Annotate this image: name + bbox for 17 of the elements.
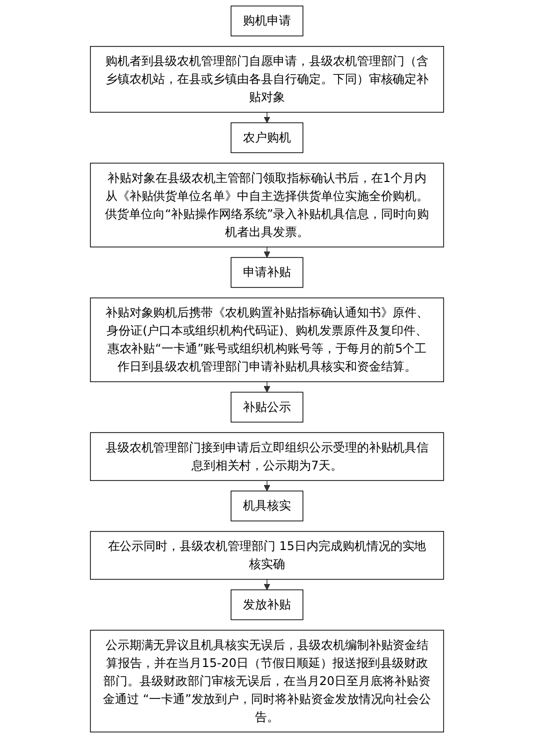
node-box: 在公示同时，县级农机管理部门 15日内完成购机情况的实地核实确 <box>90 531 444 580</box>
node-box: 县级农机管理部门接到申请后立即组织公示受理的补贴机具信息到相关村，公示期为7天。 <box>90 432 444 481</box>
node-box: 补贴对象购机后携带《农机购置补贴指标确认通知书》原件、身份证(户口本或组织机构代码证)、购机发票原件及复印件、惠农补贴“一卡通”账号或组织机构账号等，于每月的前5个工作日到县级农机管理部门申请补贴机具核实和资金结算。 <box>90 298 444 382</box>
node-box: 机具核实 <box>230 490 304 522</box>
arrow <box>264 480 270 492</box>
node-box: 申请补贴 <box>230 257 304 288</box>
arrow <box>264 381 270 392</box>
node-box: 购机申请 <box>230 6 304 36</box>
node-box: 公示期满无异议且机具核实无误后，县级农机编制补贴资金结算报告，并在当月15-20日（节假日顺延）报送报到县级财政部门。县级财政部门审核无误后，在当月20日至月底将补贴资金通过 “一卡通”发放到户，同时将补贴资金发放情况向社会公告。 <box>90 630 444 732</box>
node-box: 补贴公示 <box>230 392 304 423</box>
node-box: 发放补贴 <box>230 589 304 620</box>
arrow <box>264 578 270 590</box>
arrow <box>264 112 270 124</box>
node-box: 补贴对象在县级农机主管部门领取指标确认书后，在1个月内从《补贴供货单位名单》中自主选择供货单位实施全价购机。供货单位向“补贴操作网络系统”录入补贴机具信息，同时向购机者出具发票。 <box>90 162 444 248</box>
arrow <box>264 246 270 258</box>
node-box: 购机者到县级农机管理部门自愿申请，县级农机管理部门（含乡镇农机站，在县或乡镇由各县自行确定。下同）审核确定补贴对象 <box>90 46 444 113</box>
node-box: 农户购机 <box>230 122 304 154</box>
